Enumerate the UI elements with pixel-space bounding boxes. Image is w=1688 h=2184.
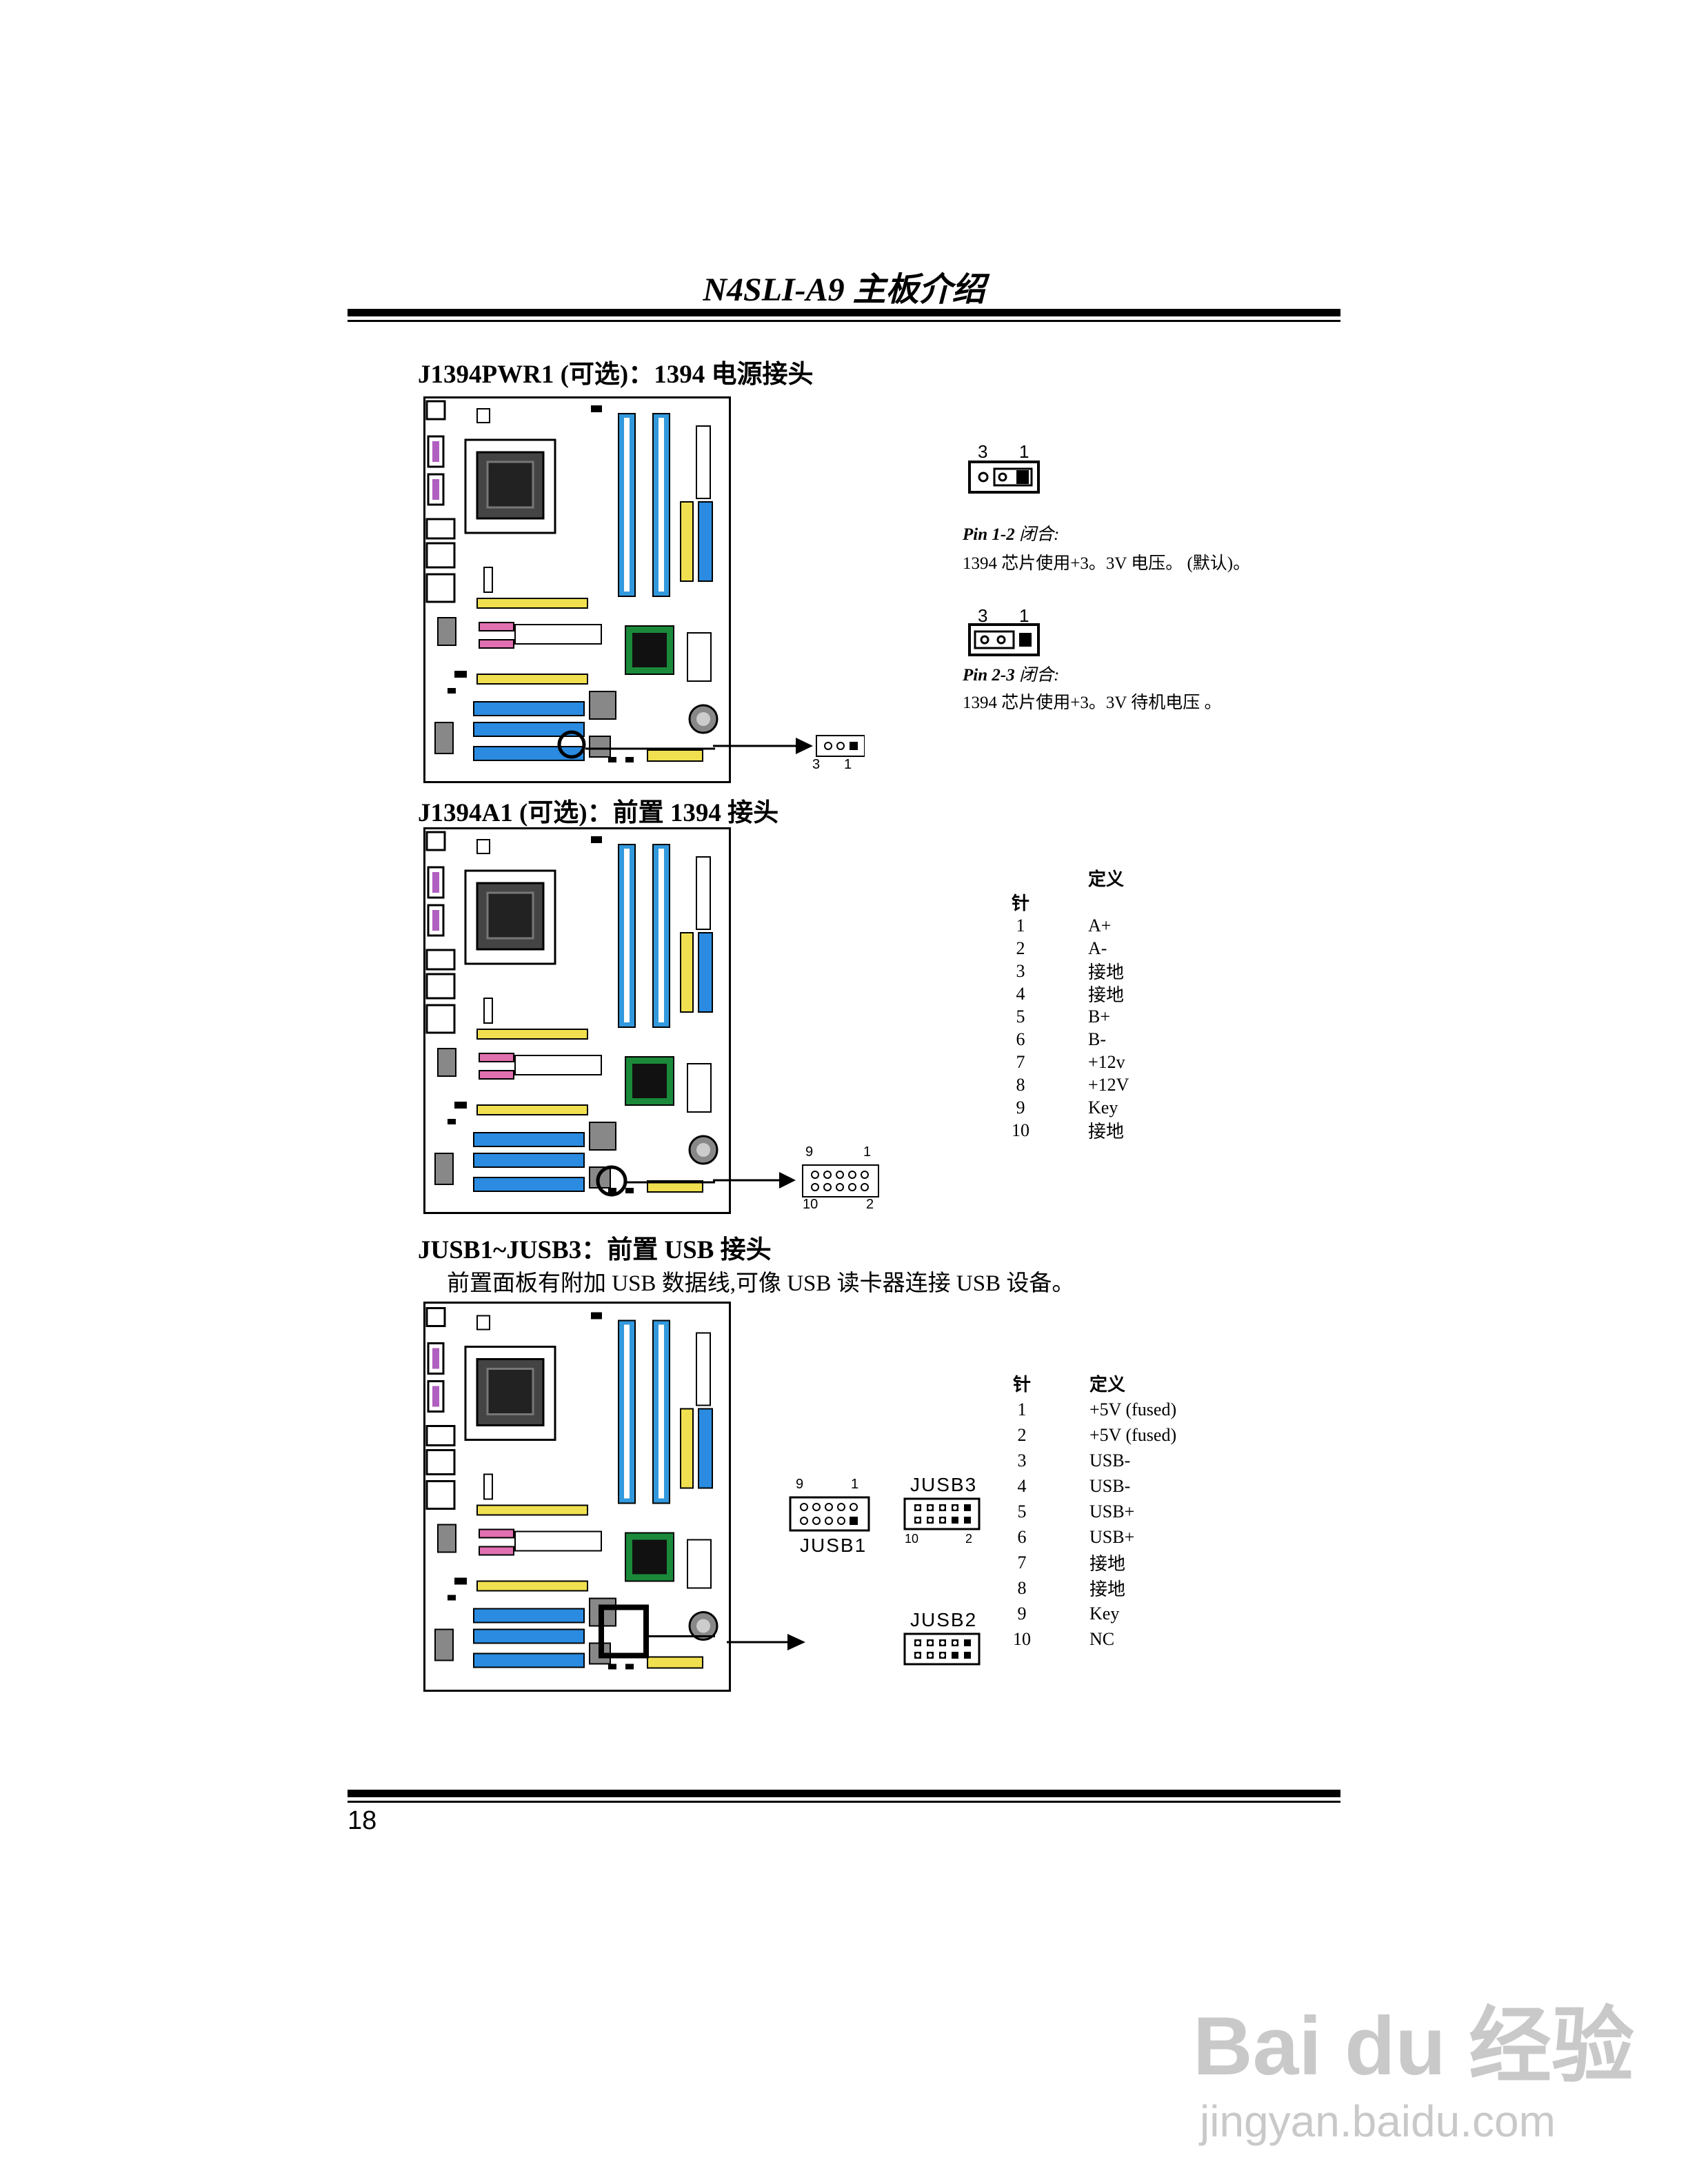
usb-label-9: 9 — [796, 1477, 804, 1492]
jumper-pin2-3-closed-icon — [968, 623, 1040, 656]
conn2-label-1: 1 — [863, 1144, 872, 1160]
table-row: 1+5V (fused) — [1017, 1399, 1177, 1419]
document-title: N4SLI-A9 主板介绍 — [703, 272, 985, 308]
jumper1-label-3: 3 — [978, 441, 988, 462]
jusb3-label: JUSB3 — [910, 1474, 978, 1495]
jumper2-label-3: 3 — [978, 605, 988, 626]
motherboard-diagram-2 — [423, 827, 731, 1214]
option2-caption: Pin 2-3 闭合: — [963, 665, 1059, 686]
header-rule-thin — [348, 320, 1340, 322]
jumper1-label-1: 1 — [1019, 441, 1029, 462]
table2-col-pin: 针 — [1011, 893, 1029, 913]
table-row: 8+12V — [1016, 1074, 1129, 1095]
table3-col-pin: 针 — [1012, 1374, 1031, 1395]
option2-state: 闭合: — [1018, 666, 1060, 685]
baidu-watermark-url: jingyan.baidu.com — [1200, 2096, 1556, 2146]
footer-rule — [348, 1790, 1340, 1797]
table-row: 7+12v — [1016, 1051, 1125, 1072]
page-number: 18 — [348, 1806, 377, 1835]
baidu-watermark-brand: Bai du 经验 — [1193, 2000, 1635, 2092]
callout-arrow-3 — [727, 1634, 805, 1650]
jusb1-connector-icon — [789, 1496, 870, 1532]
section3-heading: JUSB1~JUSB3：前置 USB 接头 — [418, 1236, 772, 1264]
header-rule — [348, 309, 1340, 316]
option2-pins: Pin 2-3 — [963, 666, 1015, 685]
section3-description: 前置面板有附加 USB 数据线,可像 USB 读卡器连接 USB 设备。 — [447, 1271, 1075, 1296]
motherboard-diagram-3 — [423, 1302, 731, 1692]
table3-col-def: 定义 — [1089, 1374, 1126, 1395]
jumper2-label-1: 1 — [1019, 605, 1029, 626]
callout1-label-3: 3 — [812, 757, 821, 772]
option1-desc: 1394 芯片使用+3。3V 电压。 (默认)。 — [963, 554, 1251, 573]
jusb2-connector-icon — [903, 1632, 981, 1666]
jusb3-label-2: 2 — [965, 1532, 973, 1546]
callout1-label-1: 1 — [844, 757, 852, 772]
usb-label-1: 1 — [851, 1477, 859, 1492]
option1-pins: Pin 1-2 — [963, 525, 1015, 544]
jusb3-label-10: 10 — [905, 1532, 919, 1546]
option1-state: 闭合: — [1018, 525, 1060, 544]
option1-caption: Pin 1-2 闭合: — [963, 524, 1059, 545]
table-row: 2+5V (fused) — [1017, 1424, 1177, 1445]
callout-arrow-1 — [713, 735, 865, 757]
conn2-label-2: 2 — [866, 1197, 874, 1212]
section2-heading: J1394A1 (可选)：前置 1394 接头 — [418, 799, 779, 827]
conn2-label-10: 10 — [803, 1197, 818, 1212]
callout-arrow-2 — [713, 1164, 879, 1197]
table2-col-def: 定义 — [1088, 869, 1125, 889]
jumper-pin1-2-closed-icon — [968, 461, 1040, 494]
footer-rule-thin — [348, 1801, 1340, 1803]
jusb3-connector-icon — [903, 1497, 981, 1530]
conn2-label-9: 9 — [805, 1144, 814, 1160]
motherboard-diagram-1 — [423, 396, 731, 783]
option2-desc: 1394 芯片使用+3。3V 待机电压 。 — [963, 694, 1222, 712]
jusb1-label: JUSB1 — [800, 1535, 867, 1556]
jusb2-label: JUSB2 — [910, 1609, 978, 1630]
section1-heading: J1394PWR1 (可选)：1394 电源接头 — [418, 361, 814, 389]
